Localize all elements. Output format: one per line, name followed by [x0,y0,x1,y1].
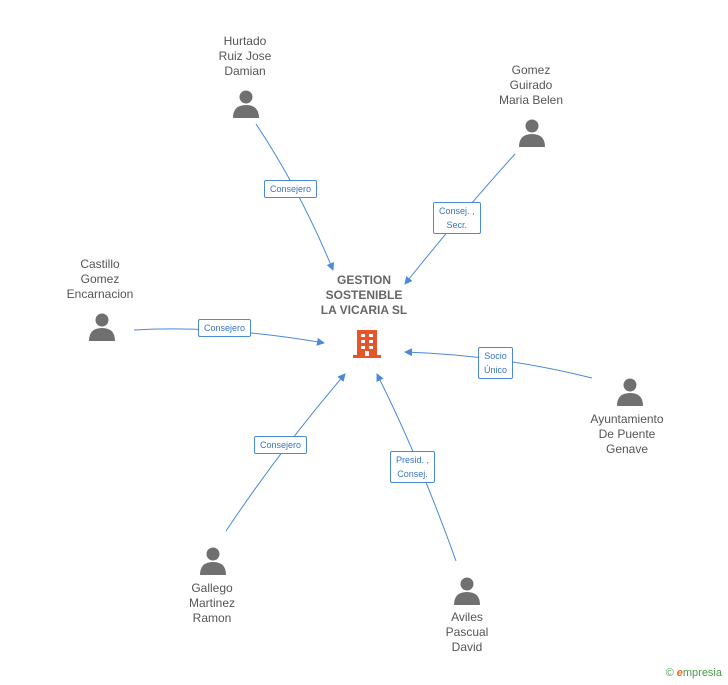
role-label-ayuntamiento[interactable]: Socio Único [478,347,514,379]
person-icon[interactable] [87,311,117,341]
person-name-gallego[interactable]: Gallego Martinez Ramon [188,581,235,625]
person-icon[interactable] [615,376,645,406]
person-icon[interactable] [517,117,547,147]
role-label-hurtado[interactable]: Consejero [264,180,318,198]
person-name-ayuntamiento[interactable]: Ayuntamiento De Puente Genave [590,412,664,456]
person-name-castillo[interactable]: Castillo Gomez Encarnacion [66,257,134,301]
person-name-hurtado[interactable]: Hurtado Ruiz Jose Damian [218,34,272,78]
copyright-symbol: © [665,667,674,679]
brand-name: mpresia [682,667,722,679]
role-label-gomez-guirado[interactable]: Consej. , Secr. [433,202,481,234]
person-name-aviles[interactable]: Aviles Pascual David [445,610,489,654]
person-icon[interactable] [452,575,482,605]
footer-brand[interactable]: © empresia [666,667,722,679]
role-label-gallego[interactable]: Consejero [254,436,308,454]
person-name-gomez-guirado[interactable]: Gomez Guirado Maria Belen [498,63,564,107]
company-name[interactable]: GESTION SOSTENIBLE LA VICARIA SL [320,273,408,317]
role-label-castillo[interactable]: Consejero [198,319,252,337]
role-label-aviles[interactable]: Presid. , Consej. [390,451,436,483]
person-icon[interactable] [198,545,228,575]
brand-initial: e [676,667,683,679]
person-icon[interactable] [231,88,261,118]
building-icon[interactable] [350,326,384,360]
